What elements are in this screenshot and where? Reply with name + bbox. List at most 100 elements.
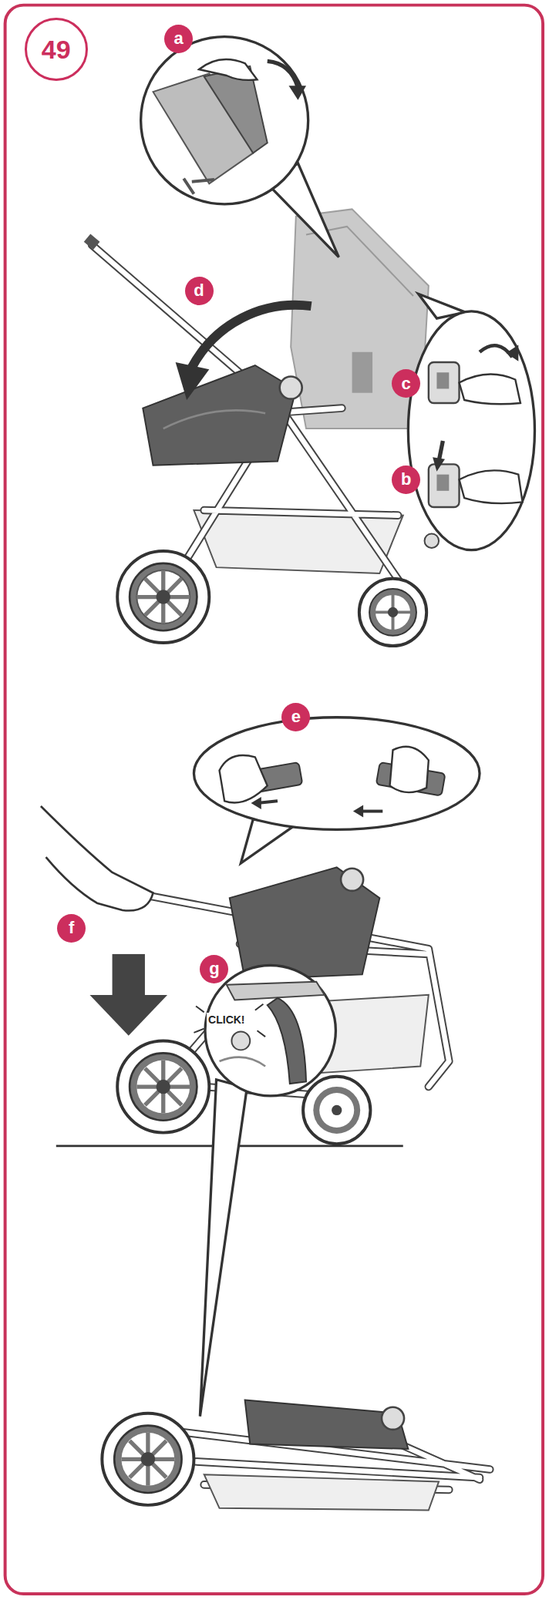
stroller-unfolded-part bbox=[136, 570, 190, 624]
stroller-unfolded-part-part bbox=[91, 245, 404, 598]
stroller-folded-part bbox=[114, 1426, 182, 1494]
detail-callout-part bbox=[428, 362, 460, 404]
stroller-unfolded-part bbox=[375, 595, 411, 630]
stroller-folding-part bbox=[313, 1087, 361, 1135]
detail-callout bbox=[193, 717, 480, 864]
callout-letter: a bbox=[164, 24, 193, 54]
detail-callout-part bbox=[199, 1080, 247, 1418]
detail-callout-part bbox=[459, 373, 521, 405]
callout-letter-text: a bbox=[173, 30, 183, 48]
stroller-unfolded-part-part bbox=[91, 245, 404, 598]
detail-callout-part bbox=[505, 345, 519, 362]
detail-callout-part bbox=[226, 982, 325, 1001]
detail-callout-part bbox=[231, 1032, 250, 1051]
sound-label: CLICK! bbox=[206, 1013, 246, 1028]
stroller-unfolded-part bbox=[290, 208, 429, 429]
stroller-unfolded-part bbox=[375, 595, 411, 630]
rotate-arrow-part bbox=[191, 305, 312, 368]
stroller-unfolded-part bbox=[136, 570, 190, 624]
detail-callout-part bbox=[438, 441, 443, 462]
stroller-folded-part bbox=[141, 1452, 156, 1468]
callout-letter-text: b bbox=[400, 471, 411, 489]
stroller-folding-part bbox=[117, 1040, 209, 1133]
callout-letter: b bbox=[391, 465, 421, 495]
stroller-folding-part bbox=[155, 1080, 171, 1095]
stroller-folding-part bbox=[40, 806, 154, 912]
detail-callout-part bbox=[205, 965, 336, 1096]
stroller-folding-part bbox=[319, 1093, 354, 1129]
stroller-folding-part bbox=[340, 868, 364, 892]
stroller-unfolded-part bbox=[91, 245, 404, 598]
push-down-arrow-part bbox=[112, 954, 145, 998]
stroller-unfolded-part bbox=[369, 589, 417, 637]
panel-frame bbox=[5, 5, 543, 1595]
callout-letter-text: g bbox=[208, 960, 219, 978]
stroller-unfolded-part bbox=[142, 365, 297, 466]
detail-callout-part bbox=[407, 311, 535, 551]
callout-letter: e bbox=[281, 703, 310, 732]
stroller-folded bbox=[101, 1401, 490, 1512]
step-number-text: 49 bbox=[41, 36, 71, 63]
detail-callout-part bbox=[424, 533, 440, 549]
stroller-unfolded-part bbox=[84, 234, 101, 250]
stroller-unfolded-part bbox=[279, 377, 303, 400]
callout-letter-text: c bbox=[401, 375, 411, 393]
rotate-arrow-part bbox=[175, 362, 210, 401]
detail-callout-part bbox=[141, 37, 309, 205]
push-down-arrow-part bbox=[89, 995, 168, 1037]
stroller-unfolded-part bbox=[155, 589, 171, 605]
stroller-folded-part bbox=[381, 1407, 405, 1431]
detail-callout-part bbox=[459, 470, 523, 504]
stroller-folding-part bbox=[129, 1053, 197, 1121]
push-down-arrow bbox=[89, 954, 168, 1037]
detail-callout-part bbox=[193, 1004, 266, 1038]
detail-callout-part bbox=[436, 474, 449, 492]
step-number: 49 bbox=[24, 17, 88, 81]
callout-letter: d bbox=[185, 276, 214, 306]
detail-callout-part bbox=[428, 464, 460, 508]
detail-callout bbox=[407, 293, 535, 550]
detail-callout-part bbox=[436, 372, 449, 389]
detail-callout-part bbox=[183, 178, 215, 195]
stroller-unfolded bbox=[84, 208, 429, 647]
detail-callout-part bbox=[267, 998, 307, 1085]
detail-callout-part bbox=[353, 805, 364, 819]
stroller-folding-part bbox=[303, 1077, 371, 1145]
stroller-unfolded-part bbox=[129, 563, 197, 631]
stroller-unfolded-part bbox=[387, 607, 398, 618]
callout-letter-text: e bbox=[291, 708, 301, 726]
detail-callout-part bbox=[432, 457, 445, 472]
callout-letter: c bbox=[391, 369, 421, 398]
stroller-folded-part bbox=[121, 1433, 175, 1487]
stroller-folded-part bbox=[121, 1433, 175, 1487]
stroller-unfolded-part bbox=[359, 579, 427, 647]
detail-callout-part bbox=[251, 797, 262, 810]
stroller-folding-part bbox=[136, 1060, 190, 1115]
callout-letter: f bbox=[57, 914, 86, 944]
sound-label-text: CLICK! bbox=[208, 1013, 245, 1027]
detail-callout bbox=[141, 37, 340, 258]
callout-letter: g bbox=[199, 955, 229, 984]
detail-callout-part bbox=[219, 1057, 267, 1068]
callout-letter-text: f bbox=[68, 919, 75, 937]
stroller-unfolded-part bbox=[352, 352, 373, 394]
stroller-unfolded-part bbox=[163, 410, 266, 429]
detail-callout bbox=[193, 965, 336, 1417]
stroller-folding-part bbox=[229, 867, 381, 981]
detail-callout-part bbox=[289, 85, 307, 101]
callout-letter-text: d bbox=[193, 282, 204, 300]
stroller-folded-part bbox=[245, 1401, 409, 1451]
rotate-arrow bbox=[175, 305, 312, 401]
stroller-unfolded-part bbox=[117, 551, 209, 644]
detail-callout-part bbox=[198, 59, 257, 81]
stroller-folding-part bbox=[136, 1060, 190, 1115]
detail-callout-part bbox=[219, 755, 268, 804]
stroller-folding-part bbox=[331, 1105, 342, 1116]
detail-callout-part bbox=[267, 60, 299, 88]
stroller-folded-part bbox=[204, 1475, 439, 1511]
stroller-folded-part bbox=[101, 1414, 194, 1506]
detail-callout-part bbox=[479, 345, 512, 358]
detail-callout-part bbox=[193, 717, 480, 831]
